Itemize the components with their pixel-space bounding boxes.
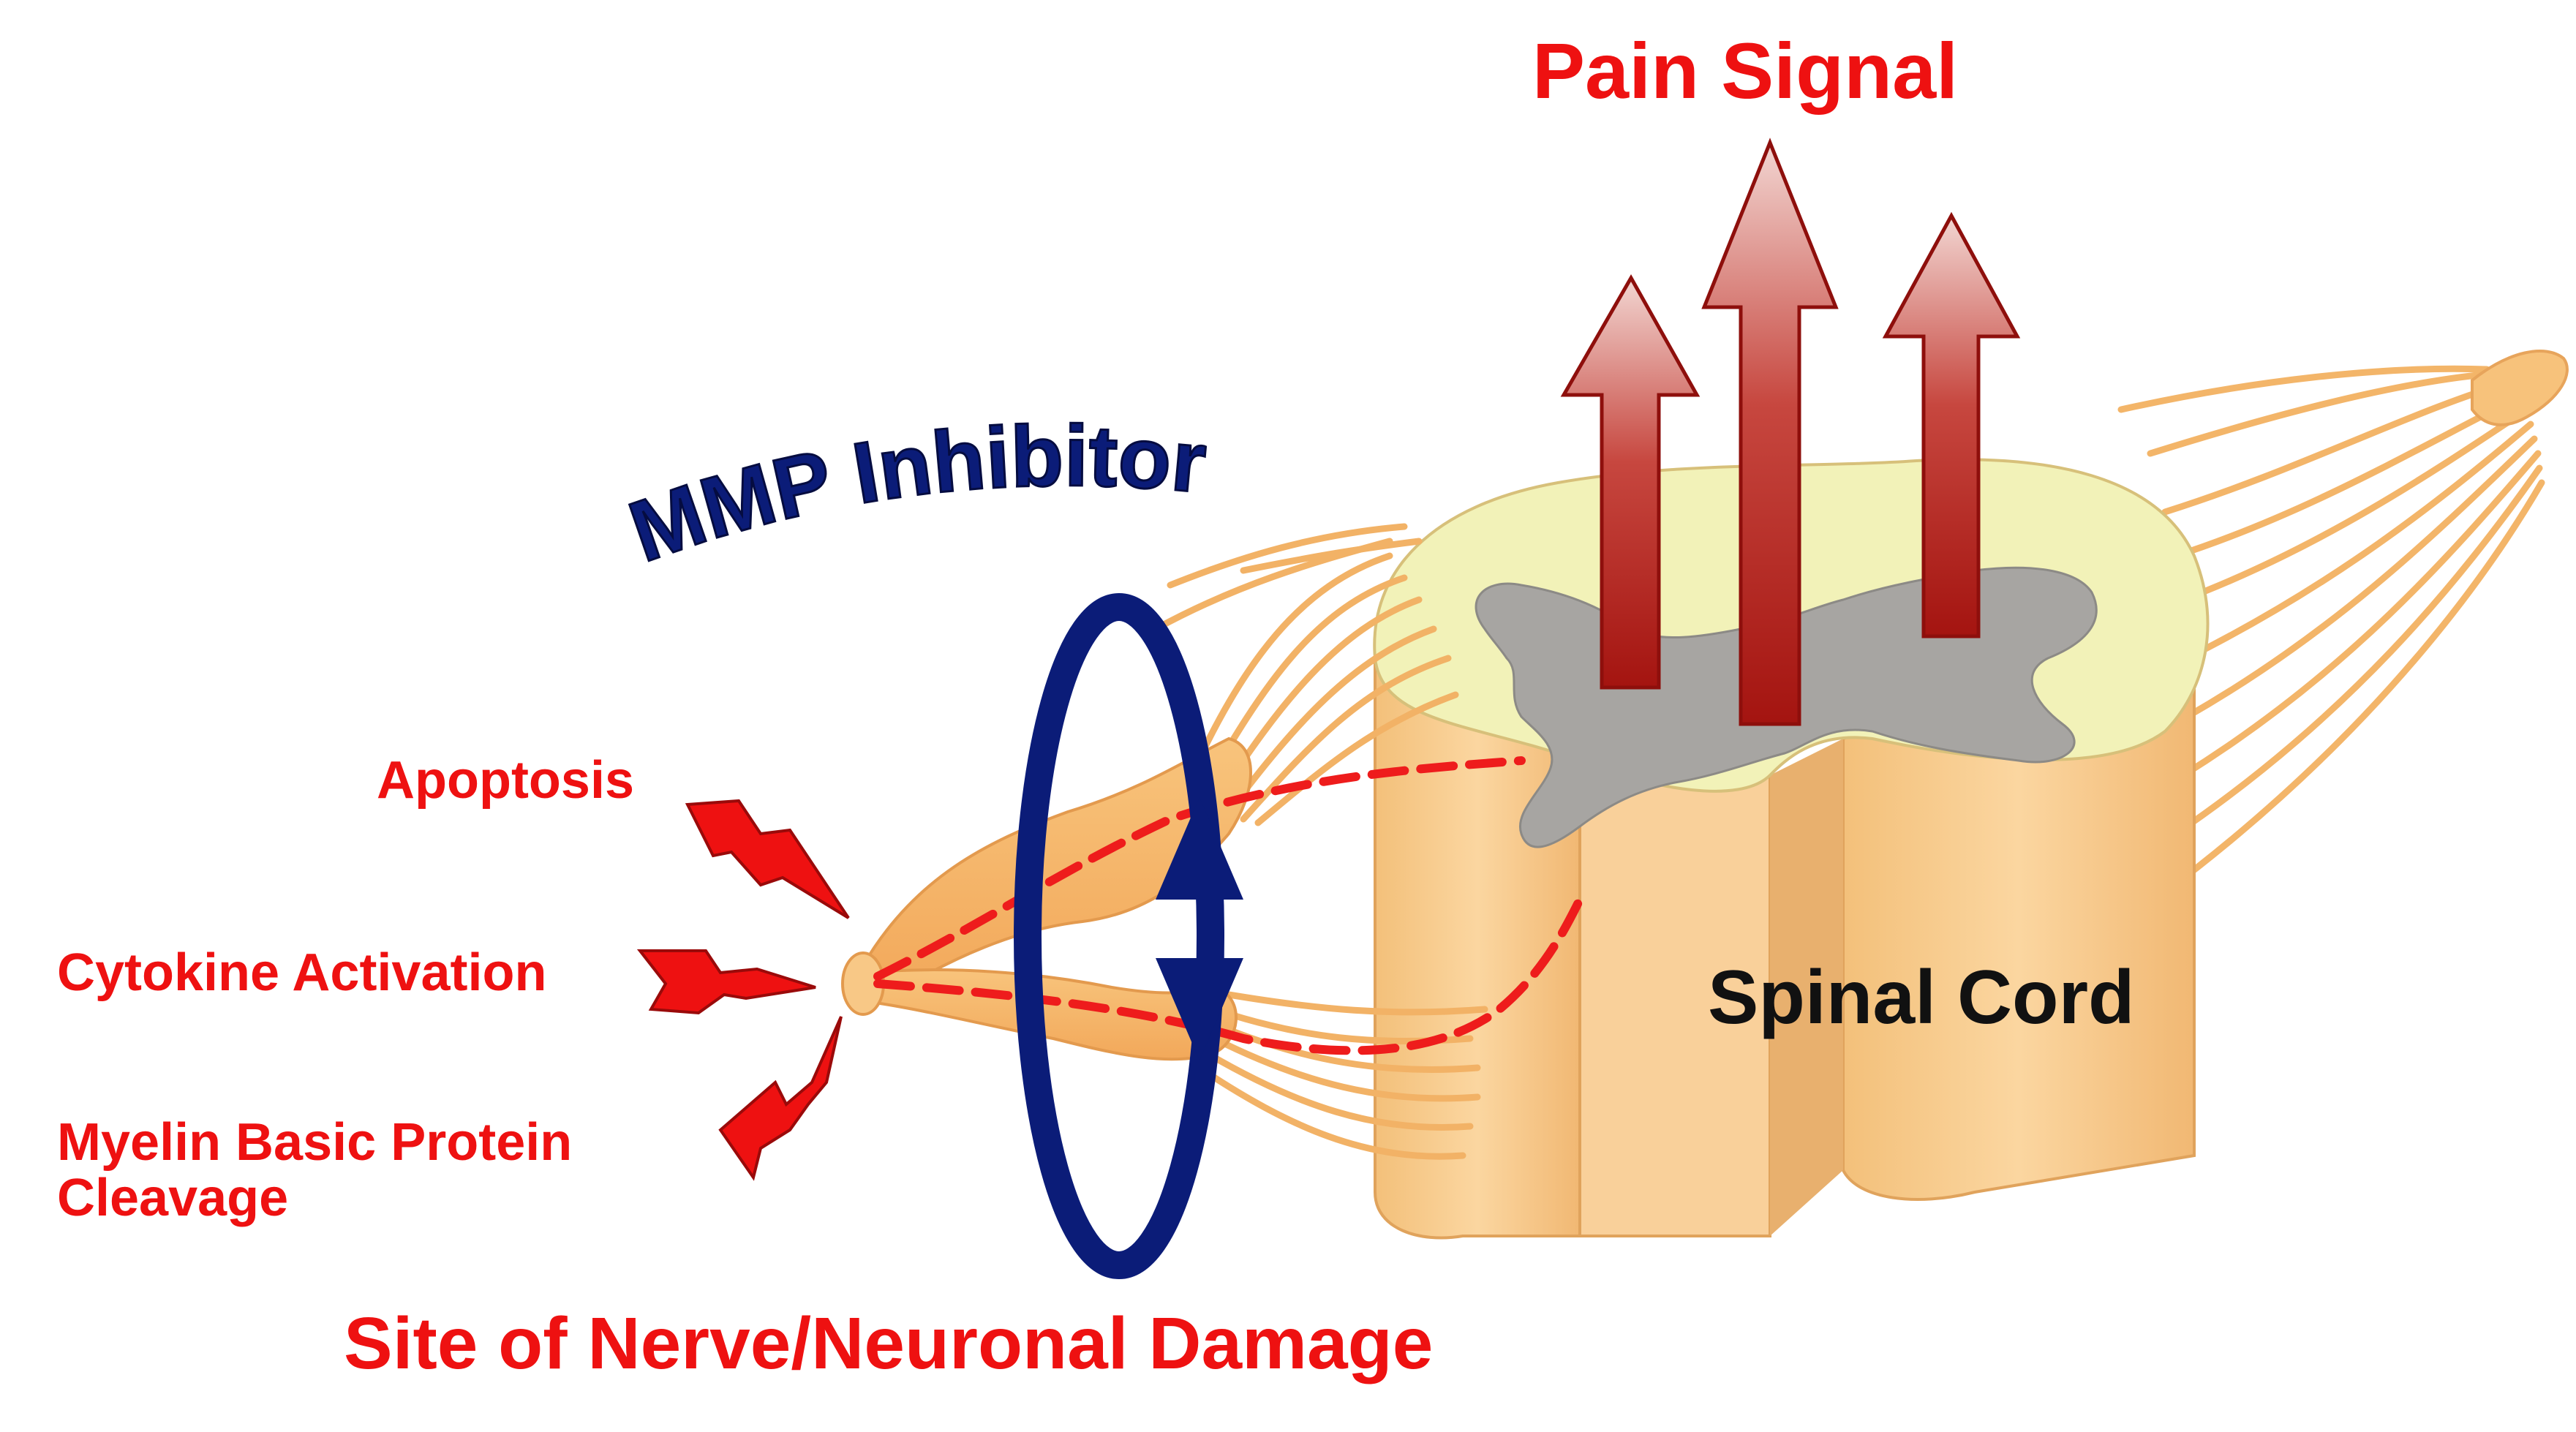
signal-arrow-left — [1560, 274, 1701, 690]
myelin-label-line1: Myelin Basic Protein — [57, 1113, 573, 1172]
right-ganglion — [2471, 350, 2569, 426]
signal-arrow-icons — [1560, 137, 2021, 726]
lightning-bolt-myelin — [718, 1016, 843, 1181]
site-of-damage-label: Site of Nerve/Neuronal Damage — [344, 1303, 1434, 1384]
signal-arrow-center — [1701, 137, 1839, 726]
right-nerve-rootlets — [2117, 365, 2545, 896]
myelin-basic-protein-label: Myelin Basic Protein Cleavage — [57, 1115, 572, 1226]
spinal-cord-label: Spinal Cord — [1708, 955, 2135, 1040]
left-nerve-rootlets — [1152, 523, 1488, 1160]
mmp-inhibitor-label: MMP Inhibitor — [618, 407, 1210, 580]
signal-arrow-right — [1882, 211, 2021, 638]
rotation-ring-icon — [1014, 593, 1243, 1279]
lightning-bolt-apoptosis — [685, 799, 850, 919]
lightning-bolt-cytokine — [636, 949, 816, 1015]
cytokine-activation-label: Cytokine Activation — [57, 943, 547, 1002]
apoptosis-label: Apoptosis — [377, 751, 634, 810]
pain-signal-label: Pain Signal — [1532, 26, 1959, 115]
lightning-bolt-icons — [636, 799, 850, 1181]
signal-paths — [873, 756, 1584, 1055]
myelin-label-line2: Cleavage — [57, 1168, 289, 1227]
